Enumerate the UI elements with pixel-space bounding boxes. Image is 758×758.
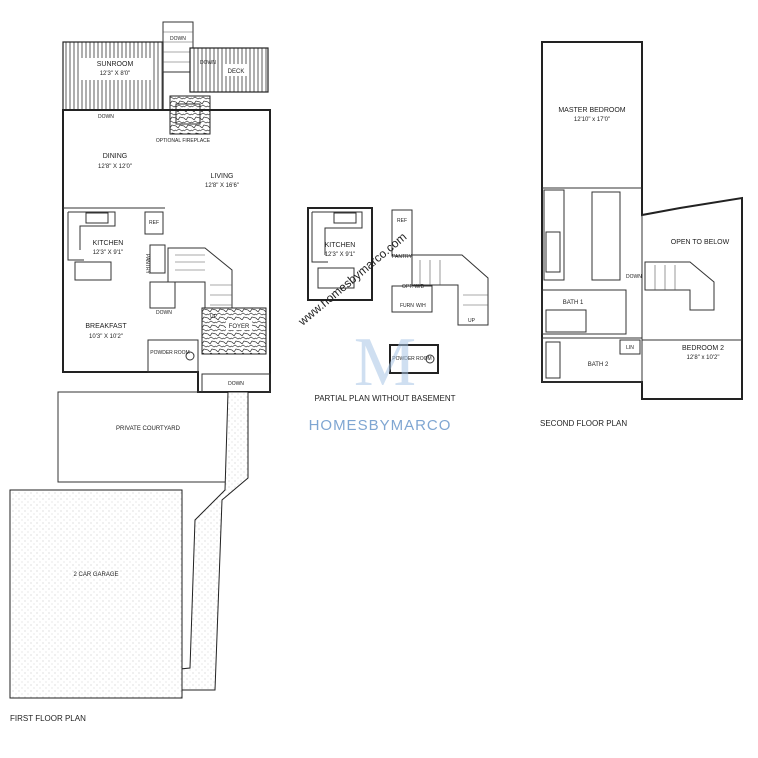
linen-label: LIN	[626, 345, 634, 351]
kitchen-counter	[67, 211, 116, 261]
bath2-box	[541, 337, 643, 383]
partial-powder-label: POWDER ROOM	[392, 356, 431, 362]
partial-kitchen-walls	[307, 207, 373, 301]
down-label-deck: DOWN	[200, 60, 216, 66]
up-label: UP	[210, 314, 218, 320]
breakfast-label: BREAKFAST	[85, 323, 127, 330]
bath1-label: BATH 1	[563, 300, 584, 306]
partial-plan	[307, 207, 489, 374]
refrigerator	[144, 211, 164, 235]
kitchen-sink	[85, 212, 109, 224]
bath1-box	[541, 289, 627, 335]
kitchen-dims: 12'3" X 9'1"	[93, 250, 124, 256]
bedroom2-label: BEDROOM 2	[682, 345, 724, 352]
fireplace-box	[175, 103, 201, 125]
living-dims: 12'8" X 16'6"	[205, 183, 239, 189]
partial-wh-label: W/H	[416, 303, 426, 309]
first-floor-title: FIRST FLOOR PLAN	[10, 714, 86, 723]
sunroom-label-bg	[80, 58, 152, 80]
partial-powder-room	[389, 344, 439, 374]
second-floor-plan	[541, 41, 743, 400]
closet-mid	[591, 191, 621, 281]
garage-area	[9, 489, 183, 699]
kitchen-label: KITCHEN	[93, 240, 124, 247]
partial-kitchen-label: KITCHEN	[325, 242, 356, 249]
second-floor-stairs	[644, 261, 715, 311]
fireplace-stone	[169, 95, 211, 135]
open-below-label: OPEN TO BELOW	[671, 239, 730, 246]
foyer-stone	[201, 307, 267, 355]
bedroom2-dims: 12'8" x 10'2"	[687, 355, 720, 361]
pantry-label: PANTRY	[144, 254, 150, 274]
living-label: LIVING	[211, 173, 234, 180]
first-floor-walls	[62, 109, 271, 393]
first-floor-plan	[9, 21, 271, 699]
ref-label: REF	[149, 220, 159, 226]
foyer-label-bg	[226, 320, 252, 330]
sunroom-label: SUNROOM	[97, 61, 134, 68]
partial-stairs	[411, 254, 489, 326]
deck-label-bg	[224, 64, 248, 76]
dining-dims: 12'8" X 12'0"	[98, 164, 132, 170]
partial-up-label: UP	[468, 318, 476, 324]
courtyard-area	[57, 391, 229, 483]
powder-room-box	[147, 339, 199, 373]
down-label-top: DOWN	[170, 36, 186, 42]
watermark-monogram: M	[354, 324, 416, 401]
partial-kitchen-dims: 12'3" X 9'1"	[325, 252, 356, 258]
partial-plan-title: PARTIAL PLAN WITHOUT BASEMENT	[314, 394, 455, 403]
fireplace-label: OPTIONAL FIREPLACE	[156, 138, 211, 144]
foyer-label: FOYER	[229, 324, 250, 330]
partial-utility-box	[391, 285, 433, 313]
down-label-stairs: DOWN	[156, 310, 172, 316]
bath2-label: BATH 2	[588, 362, 609, 368]
sunroom-dims: 12'3" X 8'0"	[100, 71, 131, 77]
watermark: M	[354, 324, 416, 401]
garage-label: 2 CAR GARAGE	[73, 572, 118, 578]
partial-ref-label: REF	[397, 218, 407, 224]
linen-box	[619, 339, 641, 355]
second-down-label: DOWN	[626, 274, 642, 280]
deck-label: DECK	[228, 69, 245, 75]
master-bedroom-dims: 12'10" x 17'0"	[574, 117, 610, 123]
partial-furn-label: FURN	[400, 303, 414, 309]
partial-option-label: OPT. W/D	[402, 284, 425, 290]
second-floor-title: SECOND FLOOR PLAN	[540, 419, 627, 428]
master-bedroom-label: MASTER BEDROOM	[558, 107, 625, 114]
down-label-entry: DOWN	[228, 381, 244, 387]
partial-pantry-label: PANTRY	[392, 254, 412, 260]
closet-left	[543, 189, 565, 281]
partial-ref-box	[391, 209, 413, 257]
down-label-sunroom: DOWN	[98, 114, 114, 120]
top-stair	[162, 21, 194, 73]
dining-label: DINING	[103, 153, 128, 160]
breakfast-dims: 10'3" X 10'2"	[89, 334, 123, 340]
kitchen-island	[74, 261, 112, 281]
watermark-brand: HOMESBYMARCO	[309, 417, 452, 434]
courtyard-label: PRIVATE COURTYARD	[116, 426, 181, 432]
powder-room-label: POWDER ROOM	[150, 350, 189, 356]
pantry-box	[149, 244, 166, 274]
